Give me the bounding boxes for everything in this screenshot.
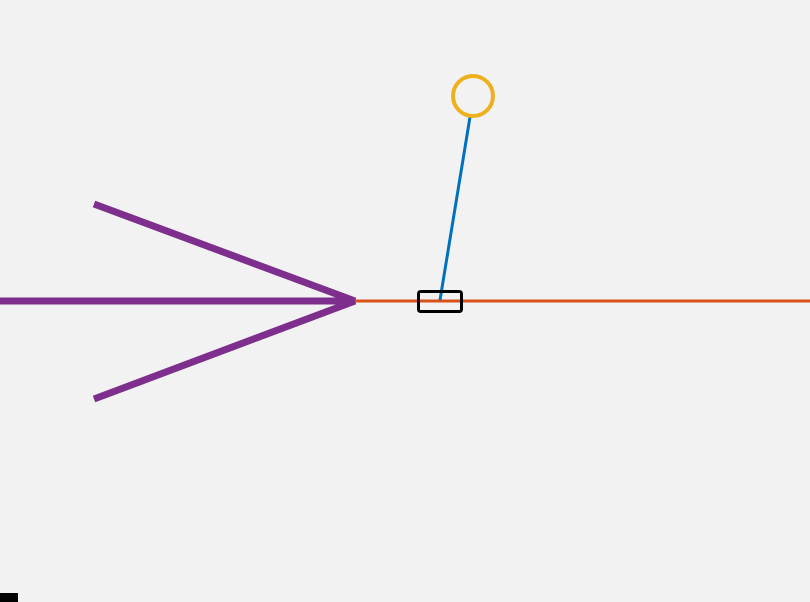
block-rectangle-icon xyxy=(417,290,463,313)
node-circle-icon xyxy=(451,74,495,118)
tether-line xyxy=(438,116,472,301)
arrow-icon xyxy=(0,200,357,403)
corner-marker xyxy=(0,593,18,602)
arrow-head-upper xyxy=(92,200,357,305)
arrow-head-lower xyxy=(92,297,357,403)
